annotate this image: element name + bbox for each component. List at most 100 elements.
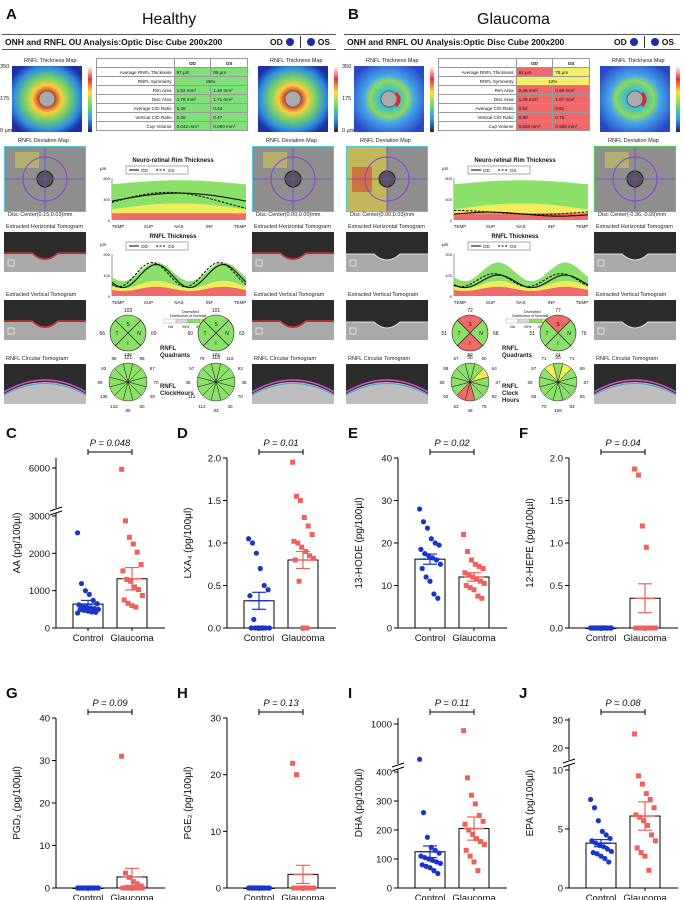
clock-value: 112: [188, 394, 196, 399]
glaucoma-point: [310, 555, 316, 561]
clock-value: 112: [198, 404, 206, 409]
horizontal-tomogram-right: [594, 232, 676, 272]
quad-value: 121: [124, 355, 133, 361]
y-axis-label: AA (pg/100µl): [12, 513, 23, 574]
y-tick-label: 0: [387, 884, 392, 895]
y-tick-label: 1.5: [550, 496, 563, 507]
x-tick-label: Control: [586, 893, 617, 900]
control-point: [608, 625, 614, 631]
x-tick-label: Glaucoma: [281, 633, 325, 644]
control-point: [608, 848, 614, 855]
x-tick-label: Glaucoma: [281, 893, 325, 900]
control-point: [247, 593, 253, 599]
thickness-map-od: [12, 66, 82, 132]
control-point: [432, 540, 438, 546]
scale-mid: 175: [342, 96, 352, 102]
glaucoma-point: [468, 557, 474, 563]
normals-head: Diversified: [182, 310, 199, 314]
deviation-map-image: [347, 147, 427, 211]
color-scale-bar: [676, 66, 680, 132]
control-point: [595, 818, 601, 824]
y-tick-label: 10: [552, 766, 563, 777]
glaucoma-point: [307, 885, 312, 891]
quad-i: I: [469, 341, 470, 347]
glaucoma-point: [649, 625, 654, 631]
unit-label: µm: [442, 242, 449, 247]
glaucoma-point: [299, 544, 305, 550]
circular-tomogram-left-caption: RNFL Circular Tomogram: [6, 356, 69, 362]
y-tick-label: 0.5: [208, 581, 221, 592]
control-point: [256, 625, 262, 631]
glaucoma-point: [300, 625, 306, 631]
panel-letter: D: [177, 425, 188, 442]
glaucoma-point: [120, 568, 126, 574]
vertical-tomogram-right: [594, 300, 676, 340]
y-axis-label: LXA₄ (pg/100µl): [183, 508, 194, 579]
clock-sector: [456, 363, 471, 383]
y-tick-label: 30: [39, 756, 50, 767]
vertical-tomogram-right-caption: Extracted Vertical Tomogram: [596, 292, 667, 298]
quad-value: 66: [99, 331, 105, 337]
glaucoma-point: [475, 868, 481, 874]
control-point: [590, 850, 596, 856]
glaucoma-point: [130, 541, 136, 547]
y-tick-label: 1000: [29, 586, 50, 597]
glaucoma-point: [475, 593, 481, 599]
glaucoma-point: [461, 532, 467, 537]
control-point: [265, 587, 271, 593]
control-point: [423, 863, 429, 869]
horizontal-tomogram-left: [346, 232, 428, 272]
circular-tomogram-right-image: [252, 379, 334, 404]
p-value: P = 0.11: [435, 698, 470, 709]
glaucoma-point: [467, 853, 473, 859]
y-tick-label: 400: [445, 197, 452, 202]
panel-title: Glaucoma: [477, 11, 550, 28]
glaucoma-point: [134, 549, 140, 555]
glaucoma-point: [647, 797, 653, 802]
y-tick-label: 1000: [371, 720, 392, 731]
control-point: [603, 832, 609, 838]
quad-i: I: [215, 341, 216, 347]
clock-value: 46: [185, 380, 191, 385]
quad-value: 63: [239, 331, 245, 337]
deviation-caption: RNFL Deviation Map: [360, 138, 411, 144]
clock-value: 59: [439, 380, 445, 385]
clock-value: 56: [531, 394, 537, 399]
deviation-map-image: [5, 147, 85, 211]
quad-t: T: [545, 331, 548, 337]
y-tick-label: 20: [210, 770, 221, 781]
quad-n: N: [567, 331, 571, 337]
quad-n: N: [225, 331, 229, 337]
glaucoma-point: [478, 839, 483, 845]
od-dot-icon: [285, 38, 294, 46]
clock-value: 58: [443, 366, 449, 371]
glaucoma-point: [632, 466, 638, 472]
x-tick-label: Glaucoma: [623, 633, 667, 644]
oct-header: ONH and RNFL OU Analysis:Optic Disc Cube…: [2, 34, 336, 50]
clock-value: 53: [453, 404, 459, 409]
glaucoma-point: [121, 597, 127, 603]
clock-value: 67: [495, 380, 501, 385]
quad-value: 51: [441, 331, 447, 337]
legend-os: OS: [510, 244, 517, 249]
panel-letter: C: [6, 425, 17, 442]
quad-t: T: [203, 331, 206, 337]
glaucoma-point: [123, 518, 128, 524]
panel-letter: I: [348, 685, 352, 702]
circular-tomogram-left: [4, 364, 86, 404]
control-point: [604, 846, 611, 852]
glaucoma-point: [125, 885, 131, 891]
clock-value: 64: [492, 366, 498, 371]
y-tick-label: 200: [376, 826, 392, 837]
profile-title: RNFL Thickness: [492, 234, 540, 240]
clock-value: 57: [453, 356, 459, 361]
glaucoma-point: [290, 760, 296, 766]
normals-tick: NA: [168, 325, 174, 329]
